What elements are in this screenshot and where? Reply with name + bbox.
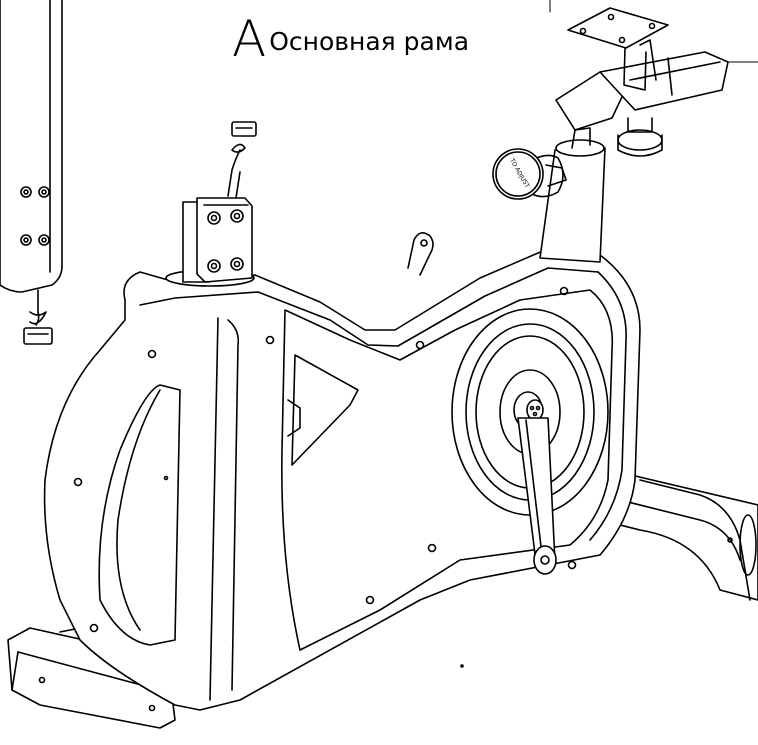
drawing-dot xyxy=(460,664,464,668)
upright-post xyxy=(0,0,63,345)
rear-hook xyxy=(407,232,434,276)
part-name: Основная рама xyxy=(269,27,470,56)
part-letter: A xyxy=(232,10,266,68)
handlebar-post xyxy=(539,7,729,263)
crank-arm xyxy=(517,417,557,575)
seat-post-mount xyxy=(165,121,257,287)
adjust-knob: TO ADJUST xyxy=(492,148,567,200)
front-stabilizer xyxy=(599,469,758,601)
rear-stabilizer xyxy=(7,627,176,729)
